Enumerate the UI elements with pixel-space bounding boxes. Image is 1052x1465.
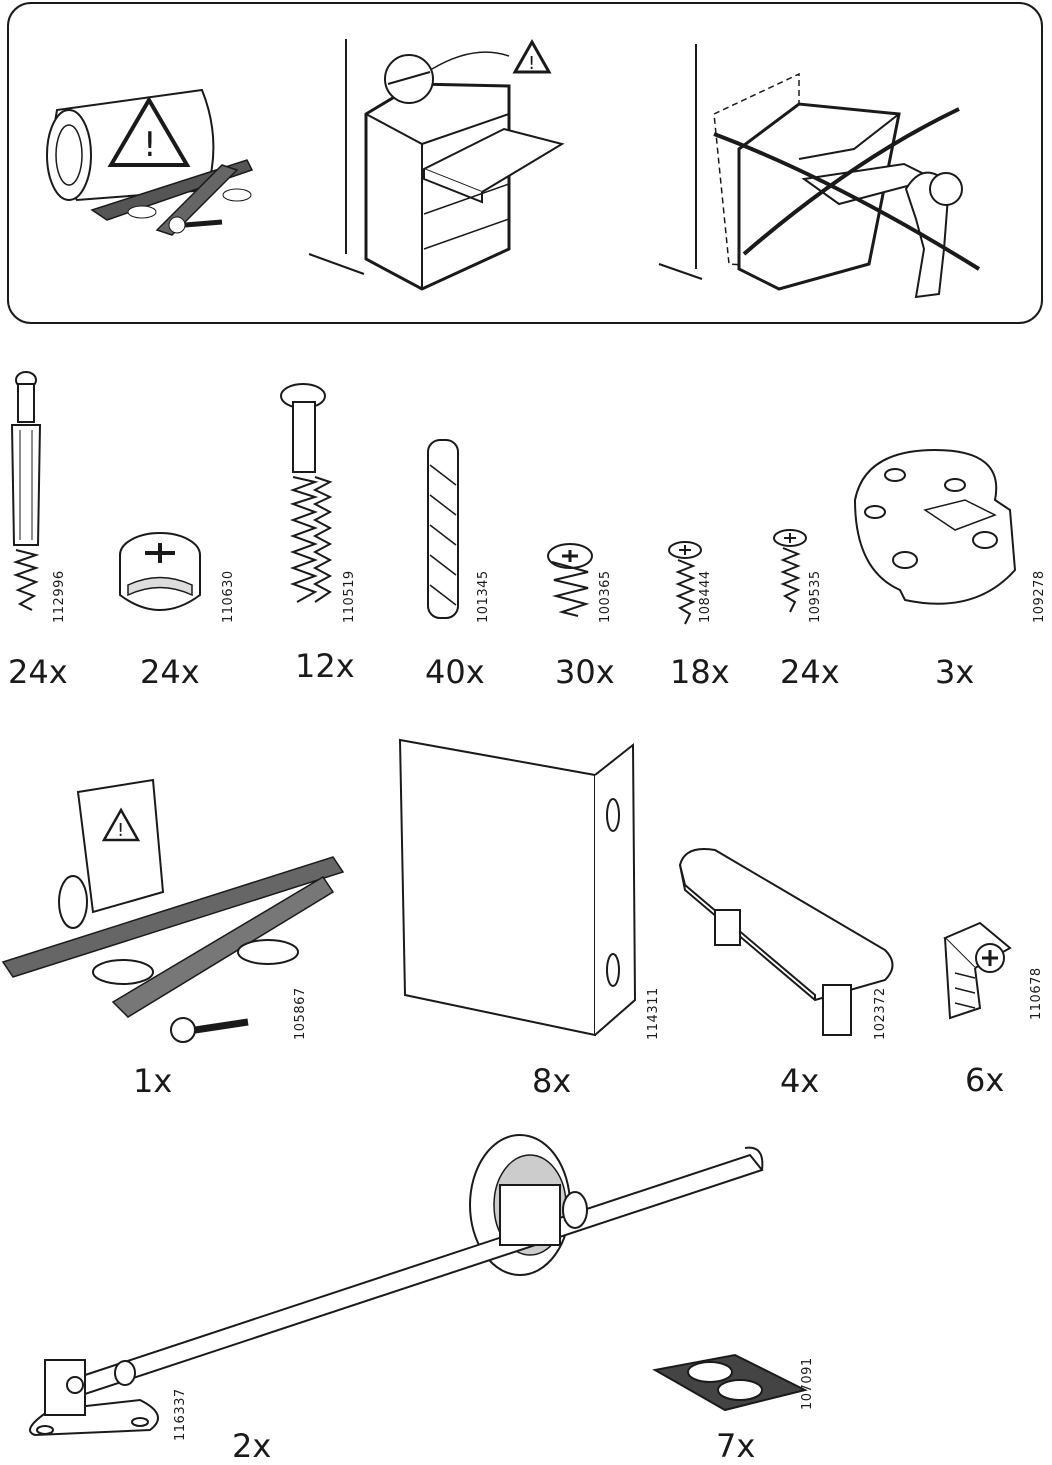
wall-anchor-kit-icon: ! <box>3 772 313 1042</box>
part-quantity: 24x <box>140 653 200 691</box>
part-112996: 112996 24x <box>0 370 80 691</box>
part-code: 116337 <box>173 1388 188 1441</box>
part-code: 109535 <box>808 570 823 623</box>
part-100365: 100365 30x <box>530 370 640 691</box>
part-110678: 110678 6x <box>935 910 1050 1110</box>
connector-plate-icon <box>845 440 1025 610</box>
part-code: 110630 <box>221 570 236 623</box>
part-quantity: 24x <box>780 653 840 691</box>
part-code: 109278 <box>1032 570 1047 623</box>
corner-connector-icon <box>940 918 1020 1033</box>
part-110630: 110630 24x <box>105 370 236 691</box>
part-quantity: 2x <box>232 1427 272 1465</box>
part-quantity: 30x <box>555 653 615 691</box>
svg-text:!: ! <box>117 820 124 841</box>
part-quantity: 24x <box>8 653 68 691</box>
dowel-screw-icon <box>4 370 64 620</box>
drawer-stop-rod-icon <box>10 1130 790 1440</box>
part-code: 110678 <box>1029 967 1044 1020</box>
part-quantity: 8x <box>532 1062 572 1100</box>
warning-panel: ! ! <box>7 2 1043 324</box>
part-102372: 102372 4x <box>670 830 900 1110</box>
part-quantity: 40x <box>425 653 485 691</box>
part-quantity: 4x <box>780 1062 820 1100</box>
svg-text:!: ! <box>528 53 535 74</box>
cam-lock-icon <box>110 525 220 625</box>
part-code: 107091 <box>800 1357 815 1410</box>
handle-icon <box>675 840 905 1050</box>
part-code: 110519 <box>342 570 357 623</box>
angle-bracket-icon <box>395 730 645 1040</box>
part-code: 102372 <box>873 987 888 1040</box>
part-quantity: 3x <box>935 653 975 691</box>
part-101345: 101345 40x <box>400 370 510 691</box>
part-114311: 114311 8x <box>390 730 680 1110</box>
warning-triangle-icon <box>515 42 549 72</box>
wall-anchor-kit-warning-illustration: ! <box>37 70 277 245</box>
part-code: 112996 <box>52 570 67 623</box>
bumper-pads-icon <box>655 1350 815 1430</box>
part-107091: 107091 7x <box>650 1345 830 1465</box>
part-109278: 109278 3x <box>840 370 1050 691</box>
part-116337: 116337 2x <box>0 1130 800 1465</box>
wall-attach-illustration: ! <box>304 34 574 304</box>
part-quantity: 12x <box>295 647 355 685</box>
wood-screw-icon <box>665 540 705 630</box>
part-code: 108444 <box>698 570 713 623</box>
wood-dowel-icon <box>420 435 470 625</box>
part-code: 114311 <box>646 987 661 1040</box>
threaded-bolt-icon <box>275 382 345 622</box>
short-screw-icon <box>542 542 602 622</box>
part-quantity: 7x <box>716 1427 756 1465</box>
part-110519: 110519 12x <box>270 370 380 690</box>
part-code: 101345 <box>476 570 491 623</box>
part-code: 105867 <box>293 987 308 1040</box>
warning-triangle-icon <box>111 100 187 165</box>
part-quantity: 6x <box>965 1061 1005 1099</box>
part-quantity: 18x <box>670 653 730 691</box>
part-code: 100365 <box>598 570 613 623</box>
part-quantity: 1x <box>133 1062 173 1100</box>
warning-triangle-icon <box>104 810 138 840</box>
svg-text:!: ! <box>143 125 157 165</box>
wood-screw-icon <box>770 528 810 618</box>
part-105867: ! 105867 1x <box>0 770 320 1110</box>
part-108444: 108444 18x <box>655 370 755 691</box>
tip-over-forbidden-illustration <box>654 39 994 314</box>
part-109535: 109535 24x <box>770 370 870 691</box>
